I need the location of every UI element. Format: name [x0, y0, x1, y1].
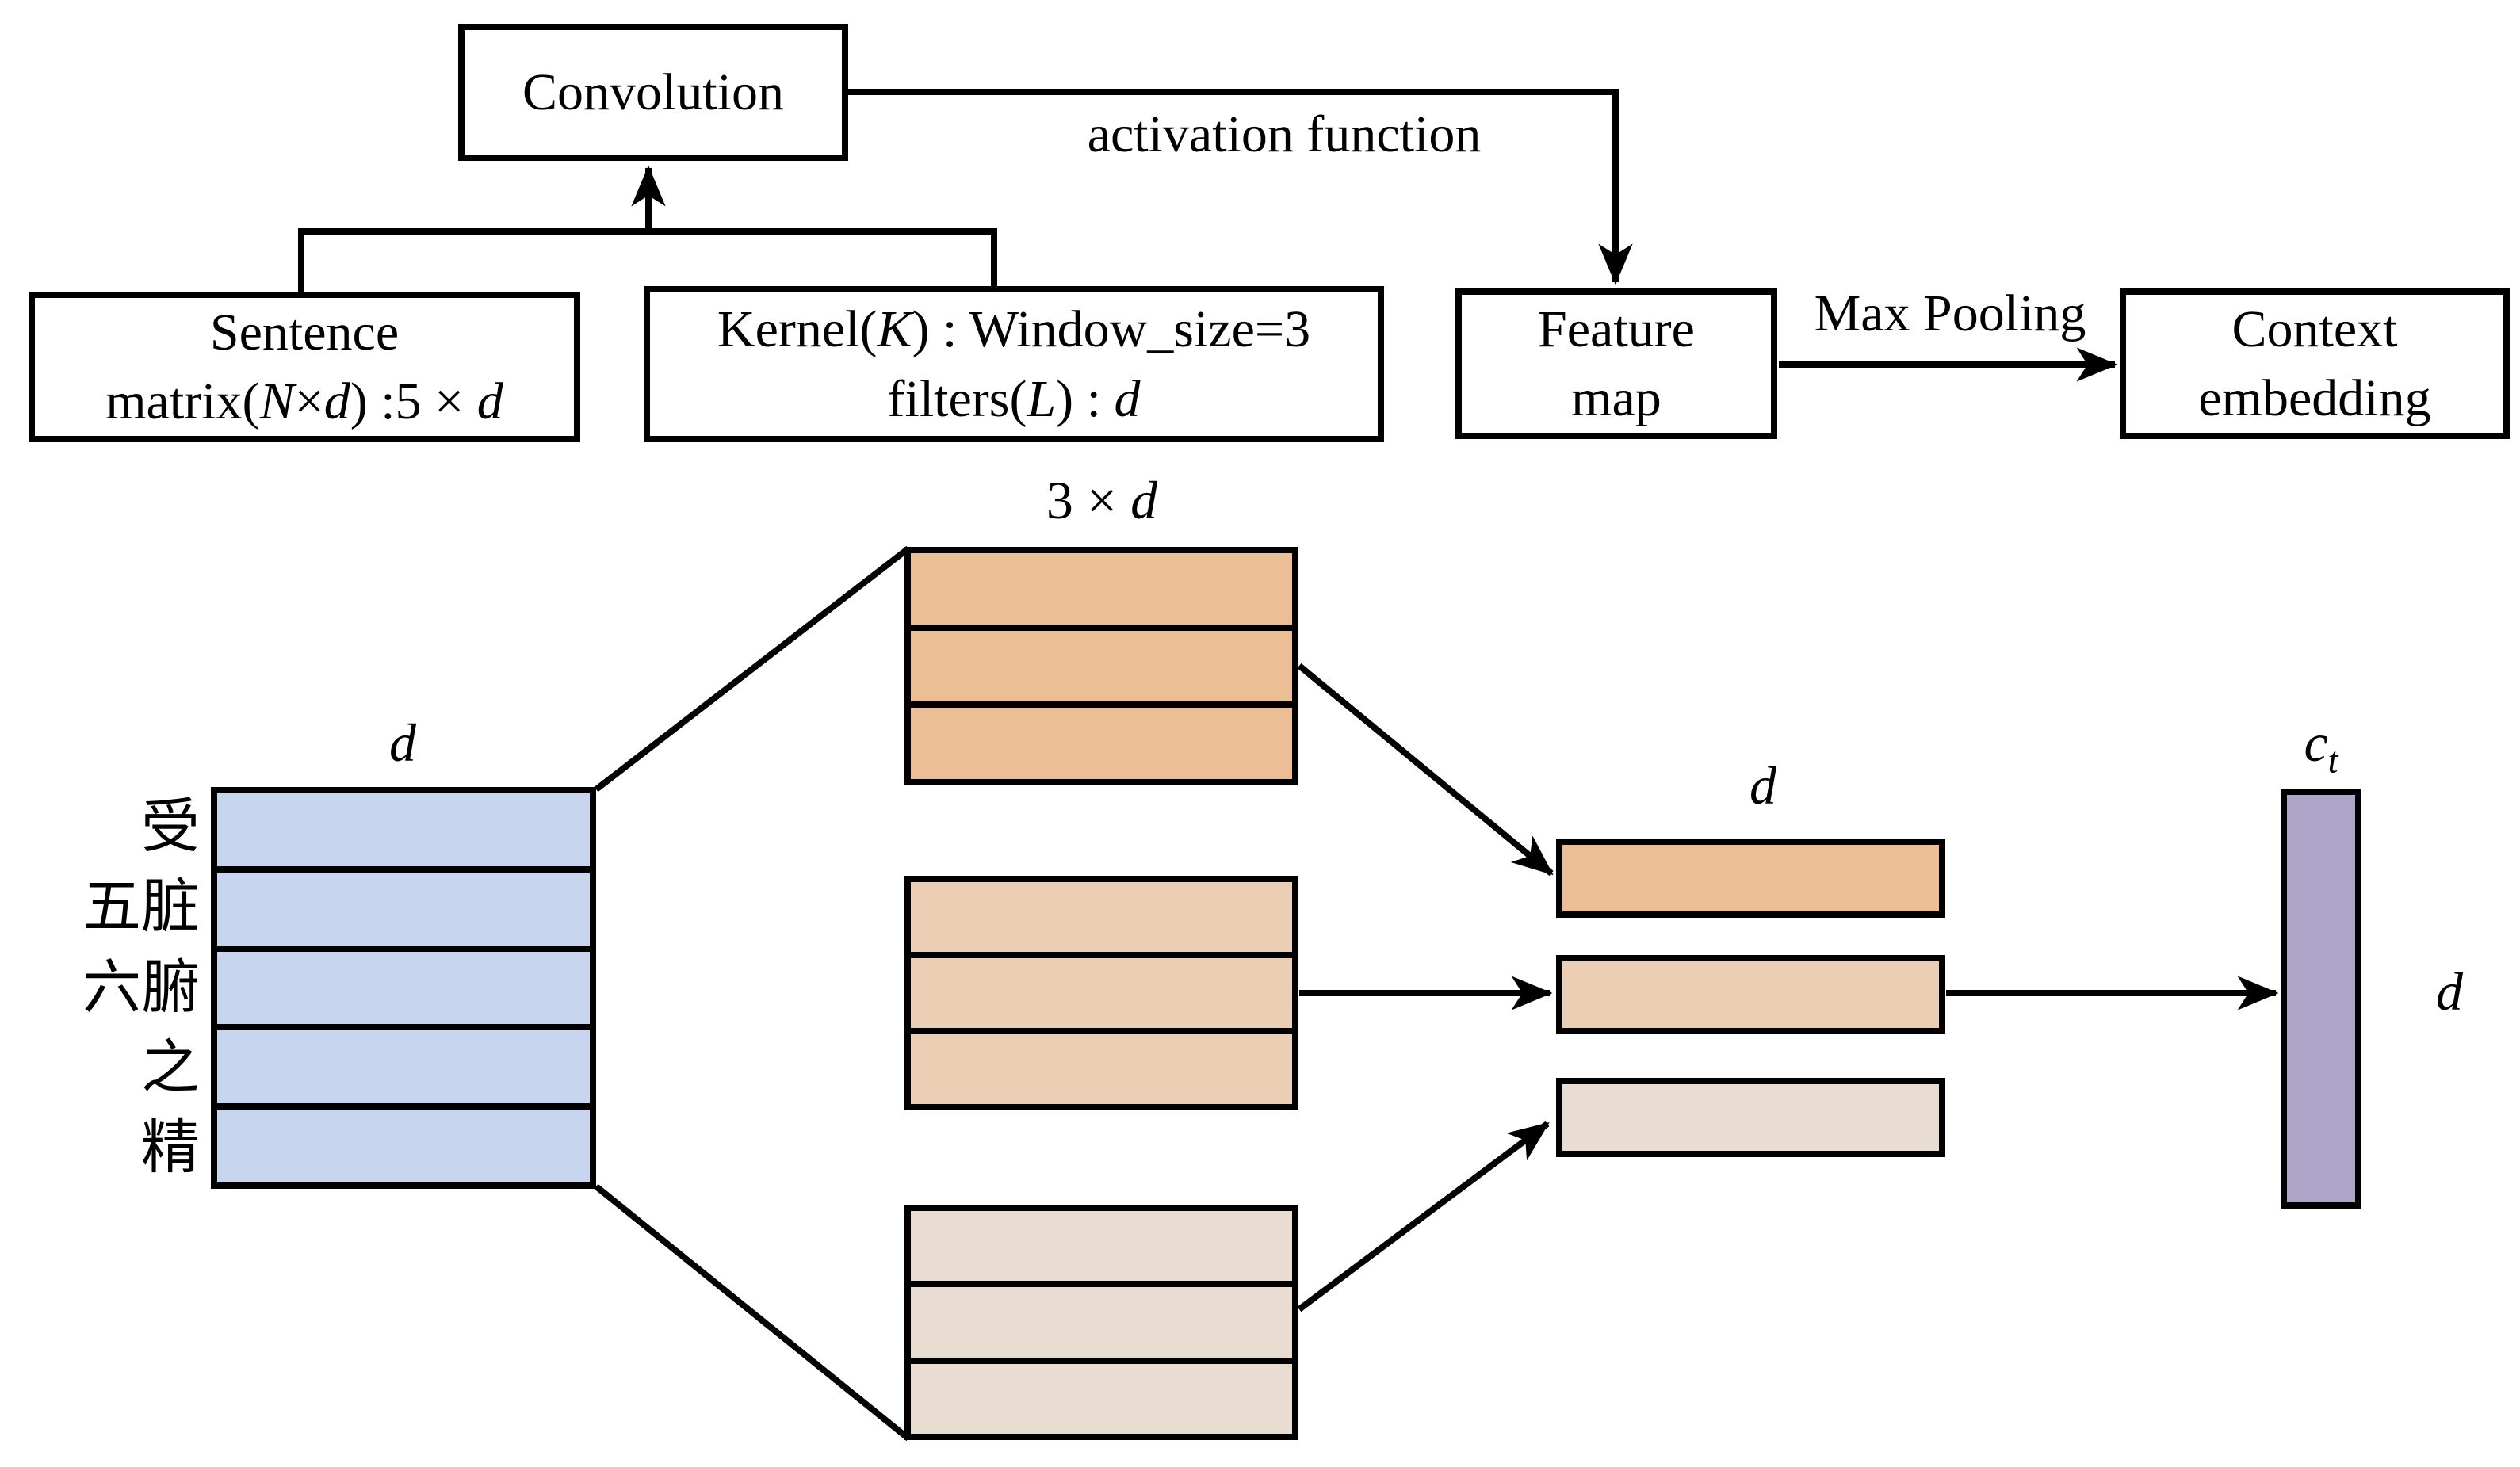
- box-text-line: Kernel(K) : Window_size=3: [717, 295, 1310, 364]
- box-text-line: Convolution: [522, 58, 784, 127]
- window-matrix-middle: [904, 876, 1298, 1110]
- text-segment: Convolution: [522, 63, 785, 121]
- matrix-row: [911, 553, 1292, 625]
- edge-convolution-to-feature-map: [848, 89, 1633, 285]
- edge-matrix-to-window-bottom: [594, 1183, 911, 1442]
- matrix-row: [911, 1211, 1292, 1282]
- box-text-line: Sentence: [210, 298, 399, 367]
- text-segment: matrix(: [105, 372, 260, 430]
- matrix-row: [217, 1103, 590, 1182]
- context-vector-label: ct: [2258, 712, 2384, 782]
- matrix-row: [217, 1024, 590, 1104]
- matrix-row: [217, 865, 590, 946]
- matrix-row: [911, 1281, 1292, 1358]
- matrix-row: [911, 952, 1292, 1028]
- text-segment: d: [1114, 369, 1141, 428]
- text-segment: d: [476, 372, 503, 430]
- text-segment: K: [877, 300, 912, 359]
- sentence-embedding-matrix: [211, 787, 596, 1189]
- window-matrix-top: [904, 547, 1298, 785]
- sentence-token: 五脏: [82, 875, 200, 941]
- matrix-row: [911, 1357, 1292, 1434]
- text-segment: d: [323, 372, 350, 430]
- matrix-row: [217, 945, 590, 1025]
- feature-map-bar-3: [1556, 1078, 1945, 1157]
- matrix-row: [217, 793, 590, 866]
- sentence-token: 精: [141, 1116, 200, 1182]
- text-segment: ×: [294, 372, 324, 430]
- matrix-row: [911, 624, 1292, 702]
- window-matrix-bottom: [904, 1205, 1298, 1440]
- matrix-row: [911, 701, 1292, 780]
- feature-map-width-label: d: [1700, 755, 1826, 817]
- text-segment: Context: [2231, 300, 2398, 358]
- box-text-line: embedding: [2198, 364, 2430, 433]
- text-segment: d: [1749, 755, 1776, 816]
- sentence-token: 六腑: [82, 955, 200, 1021]
- matrix-row: [911, 882, 1292, 952]
- text-segment: Sentence: [209, 303, 400, 361]
- text-segment: d: [1130, 470, 1158, 530]
- box-text-line: map: [1571, 364, 1662, 433]
- edge-window-top-to-bar1-arrow: [1297, 663, 1554, 877]
- max-pooling-label: Max Pooling: [1814, 285, 2086, 342]
- text-segment: Feature: [1538, 300, 1695, 358]
- box-text-line: matrix(N×d) :5 × d: [105, 367, 503, 436]
- text-segment: ) :: [1056, 369, 1115, 428]
- window-size-label: 3 × d: [975, 469, 1229, 532]
- box-text-line: Feature: [1538, 295, 1695, 364]
- text-segment: filters(: [887, 369, 1027, 428]
- text-segment: ) :5 ×: [350, 372, 477, 430]
- text-segment: 3 ×: [1046, 470, 1131, 530]
- text-segment: ) : Window_size=3: [912, 300, 1311, 359]
- sentence-token: 之: [141, 1035, 200, 1101]
- edge-inputs-bracket: [298, 228, 997, 292]
- sentence-matrix-width-label: d: [339, 712, 466, 774]
- context-dim-label: d: [2394, 961, 2505, 1023]
- text-segment: N: [259, 372, 295, 430]
- context-embedding-bar: [2281, 789, 2361, 1209]
- text-segment: d: [2436, 961, 2463, 1022]
- text-segment: L: [1027, 369, 1057, 428]
- context-embedding-box: Context embedding: [2120, 288, 2510, 439]
- feature-map-bar-2: [1556, 955, 1945, 1034]
- matrix-row: [911, 1028, 1292, 1104]
- sentence-token-column: 受五脏六腑之精: [32, 787, 200, 1189]
- activation-function-label: activation function: [1087, 105, 1482, 163]
- sentence-token: 受: [141, 794, 200, 860]
- convolution-box: Convolution: [458, 24, 848, 161]
- feature-map-box: Feature map: [1455, 288, 1777, 439]
- edge-window-bottom-to-bar3-arrow: [1297, 1121, 1550, 1312]
- text-segment: map: [1571, 369, 1662, 427]
- box-text-line: filters(L) : d: [888, 365, 1141, 434]
- box-text-line: Context: [2232, 295, 2398, 364]
- feature-map-bar-1: [1556, 839, 1945, 918]
- text-segment: t: [2327, 740, 2338, 781]
- text-segment: c: [2304, 712, 2328, 773]
- text-segment: d: [389, 712, 416, 773]
- edge-matrix-to-window-top: [594, 545, 911, 793]
- text-segment: Kernel(: [717, 300, 878, 359]
- text-segment: embedding: [2198, 369, 2431, 427]
